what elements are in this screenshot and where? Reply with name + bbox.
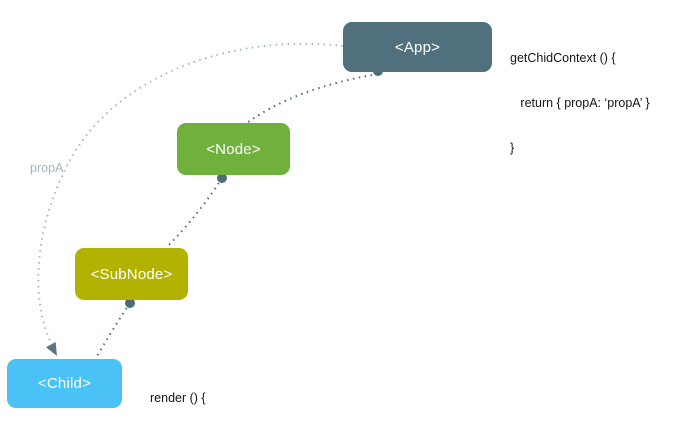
code-line: } bbox=[510, 141, 515, 155]
propa-edge-label: propA bbox=[30, 161, 64, 175]
node-subnode-label: <SubNode> bbox=[90, 265, 173, 283]
node-node[interactable]: <Node> bbox=[177, 123, 290, 175]
context-edge-subnode-child bbox=[95, 302, 131, 359]
node-node-label: <Node> bbox=[206, 140, 261, 158]
node-app[interactable]: <App> bbox=[343, 22, 492, 72]
app-context-code-block: getChidContext () { return { propA: ‘pro… bbox=[510, 21, 650, 186]
context-edge-node-subnode bbox=[166, 177, 223, 248]
node-app-label: <App> bbox=[394, 38, 441, 56]
connector-dot-node bbox=[217, 173, 227, 183]
propa-direct-edge bbox=[37, 42, 344, 350]
context-edge-app-node bbox=[246, 73, 379, 124]
connector-dot-subnode bbox=[125, 298, 135, 308]
child-render-code-block: render () { const appPropA = this.contex… bbox=[150, 361, 363, 431]
code-line: getChidContext () { bbox=[510, 51, 616, 65]
node-subnode[interactable]: <SubNode> bbox=[75, 248, 188, 300]
code-line: return { propA: ‘propA’ } bbox=[510, 96, 650, 110]
node-child-label: <Child> bbox=[37, 375, 92, 392]
node-child[interactable]: <Child> bbox=[7, 359, 122, 408]
code-line: render () { bbox=[150, 391, 206, 405]
propa-arrowhead-icon bbox=[46, 342, 57, 356]
